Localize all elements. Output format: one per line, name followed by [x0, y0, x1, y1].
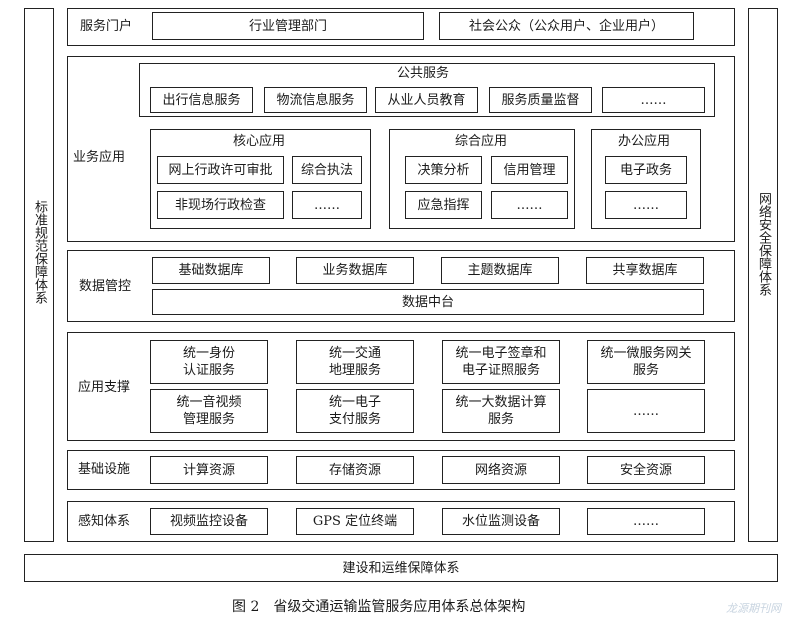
public-item-logistics-info: 物流信息服务 [264, 87, 367, 113]
watermark: 龙源期刊网 [726, 602, 781, 615]
public-item-practitioner-education: 从业人员教育 [375, 87, 478, 113]
ops-guarantee-bar: 建设和运维保障体系 [24, 554, 778, 582]
support-traffic-geo: 统一交通 地理服务 [296, 340, 414, 384]
office-item-more: …… [605, 191, 687, 219]
integrated-item-decision: 决策分析 [405, 156, 482, 184]
data-layer-label: 数据管控 [79, 279, 132, 294]
integrated-item-more: …… [491, 191, 568, 219]
db-basic: 基础数据库 [152, 257, 270, 284]
infra-security: 安全资源 [587, 456, 705, 484]
sensing-gps-terminal: GPS 定位终端 [296, 508, 414, 535]
infra-compute: 计算资源 [150, 456, 268, 484]
left-guarantee-panel [24, 8, 54, 542]
infra-storage: 存储资源 [296, 456, 414, 484]
sensing-video-device: 视频监控设备 [150, 508, 268, 535]
core-app-title: 核心应用 [233, 134, 286, 149]
support-esign-elicense: 统一电子签章和 电子证照服务 [442, 340, 560, 384]
integrated-app-title: 综合应用 [455, 134, 508, 149]
support-identity-auth: 统一身份 认证服务 [150, 340, 268, 384]
public-item-travel-info: 出行信息服务 [150, 87, 253, 113]
public-item-quality-supervision: 服务质量监督 [489, 87, 592, 113]
right-guarantee-panel [748, 8, 778, 542]
left-guarantee-label: 标准规范保障体系 [32, 200, 47, 304]
core-item-enforcement: 综合执法 [292, 156, 362, 184]
db-business: 业务数据库 [296, 257, 414, 284]
public-item-more: …… [602, 87, 705, 113]
data-middle-platform: 数据中台 [152, 289, 704, 315]
sensing-water-level-device: 水位监测设备 [442, 508, 560, 535]
core-item-more: …… [292, 191, 362, 219]
support-layer-label: 应用支撑 [78, 380, 131, 395]
right-guarantee-label: 网络安全保障体系 [756, 192, 771, 296]
support-more: …… [587, 389, 705, 433]
sensing-layer-label: 感知体系 [78, 514, 131, 529]
core-item-remote-inspection: 非现场行政检查 [157, 191, 284, 219]
support-av-management: 统一音视频 管理服务 [150, 389, 268, 433]
support-e-payment: 统一电子 支付服务 [296, 389, 414, 433]
db-shared: 共享数据库 [586, 257, 704, 284]
infra-network: 网络资源 [442, 456, 560, 484]
portal-item-industry: 行业管理部门 [152, 12, 424, 40]
infra-layer-label: 基础设施 [78, 462, 131, 477]
office-app-title: 办公应用 [618, 134, 671, 149]
public-service-title: 公共服务 [397, 66, 450, 81]
support-microservice-gateway: 统一微服务网关 服务 [587, 340, 705, 384]
integrated-item-credit: 信用管理 [491, 156, 568, 184]
office-item-egov: 电子政务 [605, 156, 687, 184]
core-item-online-approval: 网上行政许可审批 [157, 156, 284, 184]
support-bigdata-compute: 统一大数据计算 服务 [442, 389, 560, 433]
business-layer-label: 业务应用 [73, 150, 126, 165]
figure-caption: 图 2 省级交通运输监管服务应用体系总体架构 [232, 599, 526, 615]
portal-layer-label: 服务门户 [80, 19, 133, 34]
integrated-item-emergency: 应急指挥 [405, 191, 482, 219]
portal-item-public: 社会公众（公众用户、企业用户） [439, 12, 694, 40]
sensing-more: …… [587, 508, 705, 535]
db-thematic: 主题数据库 [441, 257, 559, 284]
